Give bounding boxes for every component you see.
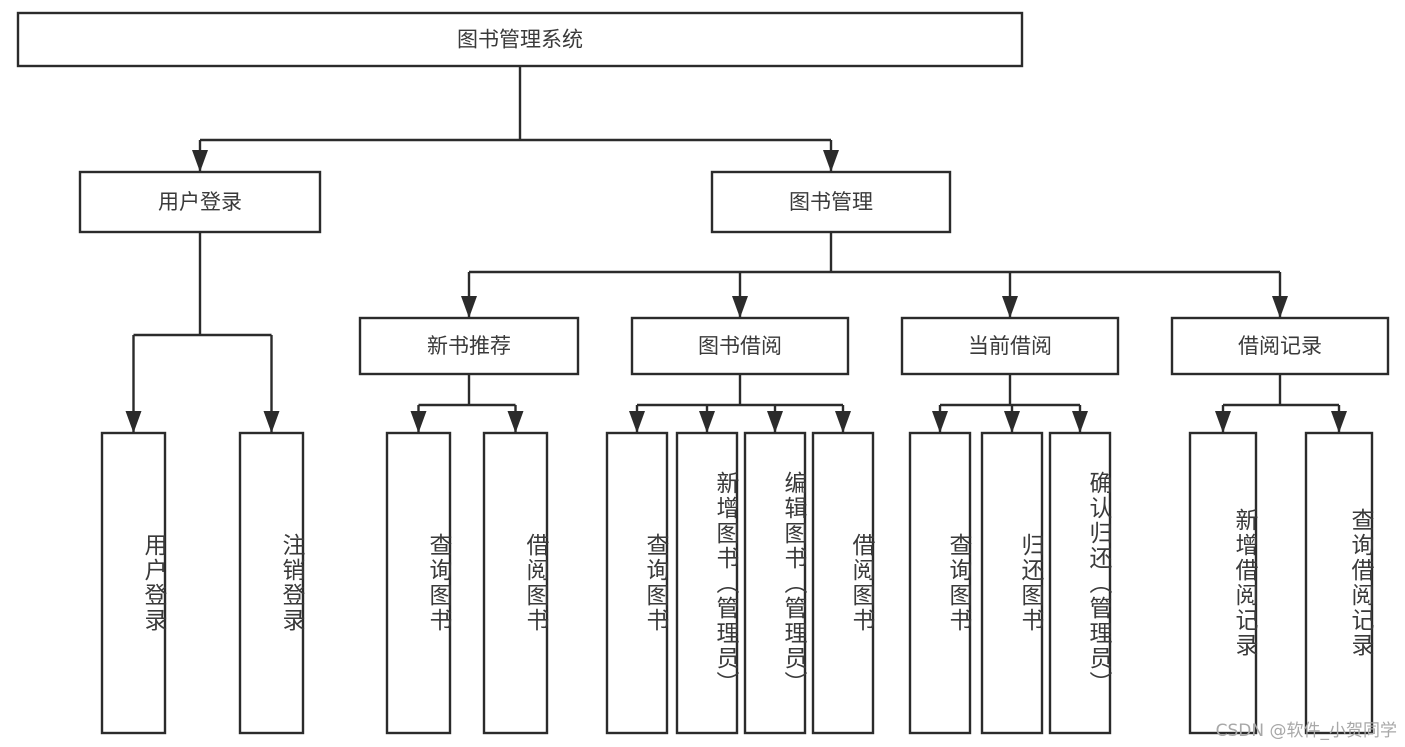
- node-leaf-6[interactable]: [743, 431, 807, 735]
- node-leaf-0[interactable]: [100, 431, 167, 735]
- node-leaf-7[interactable]: [811, 431, 875, 735]
- node-box[interactable]: [385, 431, 452, 735]
- arrowhead-icon: [1331, 411, 1347, 433]
- arrowhead-icon: [732, 296, 748, 318]
- watermark: CSDN @软件_小贺同学: [1215, 721, 1397, 741]
- node-leaf-12[interactable]: [1304, 431, 1374, 735]
- node-label: 当前借阅: [968, 334, 1052, 358]
- arrowhead-icon: [1215, 411, 1231, 433]
- node-level3-3[interactable]: 借阅记录: [1170, 316, 1390, 376]
- node-label: 图书借阅: [698, 334, 782, 358]
- node-box[interactable]: [908, 431, 972, 735]
- node-level3-1[interactable]: 图书借阅: [630, 316, 850, 376]
- node-box[interactable]: [605, 431, 669, 735]
- arrowhead-icon: [767, 411, 783, 433]
- node-label: 图书管理: [789, 190, 873, 214]
- node-box[interactable]: [16, 11, 1024, 68]
- node-box[interactable]: [1048, 431, 1112, 735]
- node-leaf-11[interactable]: [1188, 431, 1258, 735]
- arrowhead-icon: [461, 296, 477, 318]
- arrowhead-icon: [192, 150, 208, 172]
- arrowhead-icon: [1272, 296, 1288, 318]
- node-leaf-3[interactable]: [482, 431, 549, 735]
- node-box[interactable]: [358, 316, 580, 376]
- node-box[interactable]: [1170, 316, 1390, 376]
- node-label: 借阅记录: [1238, 334, 1322, 358]
- node-leaf-8[interactable]: [908, 431, 972, 735]
- node-level2-1[interactable]: 图书管理: [710, 170, 952, 234]
- node-leaf-1[interactable]: [238, 431, 305, 735]
- node-box[interactable]: [482, 431, 549, 735]
- arrowhead-icon: [410, 411, 427, 433]
- arrowhead-icon: [629, 411, 645, 433]
- arrowhead-icon: [507, 411, 524, 433]
- arrowhead-icon: [823, 150, 839, 172]
- node-box[interactable]: [1188, 431, 1258, 735]
- arrowhead-icon: [1072, 411, 1088, 433]
- node-box[interactable]: [743, 431, 807, 735]
- node-root-0[interactable]: 图书管理系统: [16, 11, 1024, 68]
- node-box[interactable]: [811, 431, 875, 735]
- arrowhead-icon: [1004, 411, 1020, 433]
- arrowhead-icon: [263, 411, 280, 433]
- node-box[interactable]: [630, 316, 850, 376]
- node-box[interactable]: [238, 431, 305, 735]
- connectors-layer: [125, 66, 1347, 433]
- node-leaf-4[interactable]: [605, 431, 669, 735]
- node-leaf-9[interactable]: [980, 431, 1044, 735]
- node-box[interactable]: [900, 316, 1120, 376]
- node-leaf-10[interactable]: [1048, 431, 1112, 735]
- node-box[interactable]: [675, 431, 739, 735]
- arrowhead-icon: [932, 411, 948, 433]
- node-level3-0[interactable]: 新书推荐: [358, 316, 580, 376]
- arrowhead-icon: [835, 411, 851, 433]
- node-level3-2[interactable]: 当前借阅: [900, 316, 1120, 376]
- arrowhead-icon: [699, 411, 715, 433]
- node-leaf-5[interactable]: [675, 431, 739, 735]
- node-leaf-2[interactable]: [385, 431, 452, 735]
- node-box[interactable]: [78, 170, 322, 234]
- node-label: 新书推荐: [427, 334, 511, 358]
- node-label: 图书管理系统: [457, 28, 583, 52]
- node-label: 用户登录: [158, 190, 242, 214]
- node-box[interactable]: [100, 431, 167, 735]
- arrowhead-icon: [125, 411, 142, 433]
- node-box[interactable]: [710, 170, 952, 234]
- node-box[interactable]: [1304, 431, 1374, 735]
- arrowhead-icon: [1002, 296, 1018, 318]
- node-box[interactable]: [980, 431, 1044, 735]
- node-level2-0[interactable]: 用户登录: [78, 170, 322, 234]
